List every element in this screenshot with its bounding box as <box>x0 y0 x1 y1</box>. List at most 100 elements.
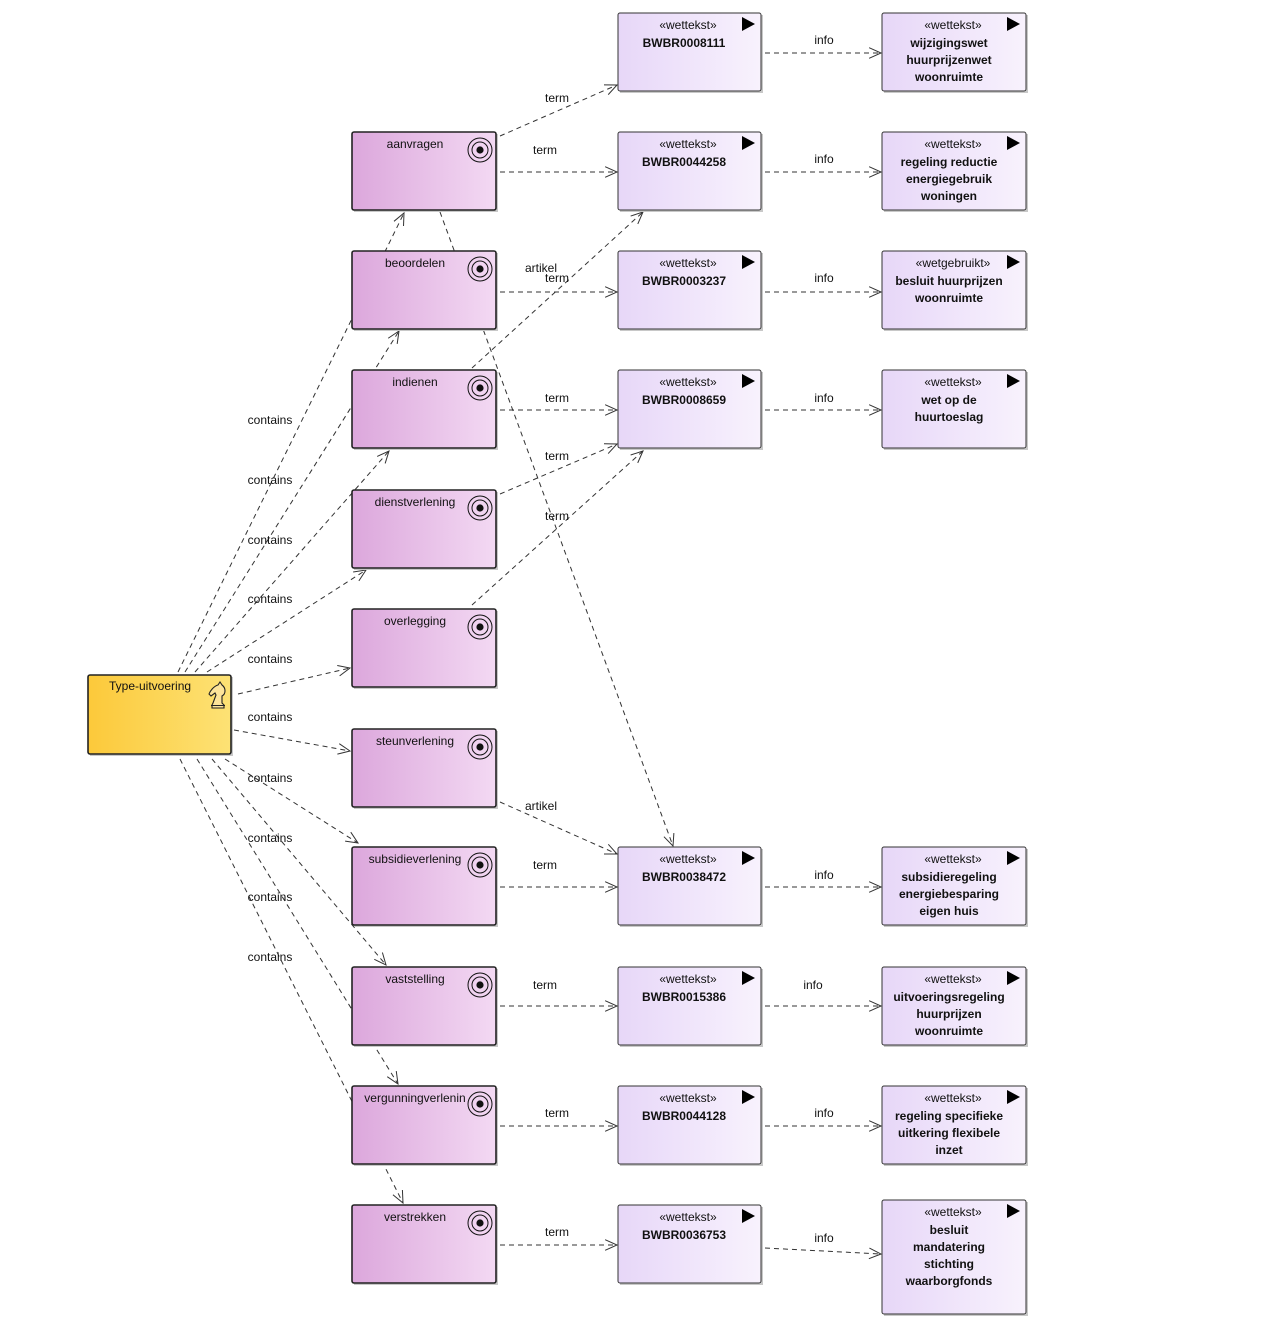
connector-w9-i9[interactable] <box>764 1247 883 1260</box>
law-node-BWBR0008111[interactable]: «wettekst»BWBR0008111 <box>617 12 763 93</box>
dashed-connector-line[interactable] <box>499 84 618 137</box>
law-node-BWBR0044258[interactable]: «wettekst»BWBR0044258 <box>617 131 763 212</box>
connector-p5-w6[interactable] <box>499 801 619 855</box>
law-node-BWBR0008659[interactable]: «wettekst»BWBR0008659 <box>617 369 763 450</box>
process-node-p8[interactable]: vergunningverlenin <box>351 1085 498 1166</box>
connector-w3-i3[interactable] <box>765 404 883 416</box>
process-node-p7[interactable]: vaststelling <box>351 966 498 1047</box>
dashed-connector-line[interactable] <box>237 667 351 695</box>
connector-w0-i0[interactable] <box>765 47 883 59</box>
connector-label-info: info <box>814 1106 834 1120</box>
node-box[interactable] <box>351 1085 497 1165</box>
connector-w8-i8[interactable] <box>765 1120 883 1132</box>
connector-w2-i2[interactable] <box>765 286 883 298</box>
law-node-BWBR0038472[interactable]: «wettekst»BWBR0038472 <box>617 846 763 927</box>
node-box[interactable] <box>881 1085 1027 1165</box>
node-box[interactable] <box>351 966 497 1046</box>
node-box[interactable] <box>617 1204 762 1284</box>
stereotype-label: «wettekst» <box>924 137 982 151</box>
info-node-i2[interactable]: «wetgebruikt»besluit huurprijzenwoonruim… <box>881 250 1028 331</box>
connector-root-p4[interactable] <box>237 665 352 695</box>
target-icon <box>467 852 493 878</box>
root-element-type-uitvoering[interactable]: Type-uitvoering <box>87 674 233 756</box>
process-node-p5[interactable]: steunverlening <box>351 728 498 809</box>
node-box[interactable] <box>351 369 497 449</box>
info-node-i9[interactable]: «wettekst»besluitmandateringstichtingwaa… <box>881 1199 1028 1316</box>
node-box[interactable] <box>617 12 762 92</box>
dashed-connector-line[interactable] <box>471 450 644 606</box>
node-box[interactable] <box>881 1199 1027 1315</box>
node-box[interactable] <box>617 250 762 330</box>
node-box[interactable] <box>881 966 1027 1046</box>
law-code: BWBR0044128 <box>642 1109 726 1123</box>
connector-p7-w7[interactable] <box>500 1000 619 1012</box>
node-box[interactable] <box>351 250 497 330</box>
connector-root-p2[interactable] <box>194 450 390 673</box>
connector-p3-w3[interactable] <box>499 443 619 495</box>
dashed-connector-line[interactable] <box>206 569 367 673</box>
node-box[interactable] <box>351 728 497 808</box>
info-node-i1[interactable]: «wettekst»regeling reductieenergiegebrui… <box>881 131 1028 212</box>
law-node-BWBR0044128[interactable]: «wettekst»BWBR0044128 <box>617 1085 763 1166</box>
connector-w7-i7[interactable] <box>765 1000 883 1012</box>
connector-p9-w9[interactable] <box>500 1239 619 1251</box>
target-icon <box>467 972 493 998</box>
process-node-p4[interactable]: overlegging <box>351 608 498 689</box>
info-node-i0[interactable]: «wettekst»wijzigingswethuurprijzenwetwoo… <box>881 12 1028 93</box>
node-box[interactable] <box>351 608 497 688</box>
connector-p8-w8[interactable] <box>500 1120 619 1132</box>
connector-p1-w2[interactable] <box>500 286 619 298</box>
node-box[interactable] <box>617 846 762 926</box>
connector-root-p6[interactable] <box>224 758 360 844</box>
node-box[interactable] <box>617 1085 762 1165</box>
connector-p4-w3[interactable] <box>471 450 644 606</box>
connector-root-p7[interactable] <box>211 758 387 966</box>
process-node-p1[interactable]: beoordelen <box>351 250 498 331</box>
node-box[interactable] <box>881 12 1027 92</box>
node-box[interactable] <box>617 369 762 449</box>
connector-root-p5[interactable] <box>233 729 352 755</box>
target-icon <box>467 495 493 521</box>
node-box[interactable] <box>617 966 762 1046</box>
dashed-connector-line[interactable] <box>499 443 618 495</box>
process-node-p6[interactable]: subsidieverlening <box>351 846 498 927</box>
connector-p6-w6[interactable] <box>500 881 619 893</box>
info-text-line: regeling reductie <box>901 155 998 169</box>
node-box[interactable] <box>881 369 1027 449</box>
law-node-BWBR0003237[interactable]: «wettekst»BWBR0003237 <box>617 250 763 331</box>
connector-w6-i6[interactable] <box>765 881 883 893</box>
law-node-BWBR0036753[interactable]: «wettekst»BWBR0036753 <box>617 1204 763 1285</box>
stereotype-label: «wettekst» <box>659 256 717 270</box>
process-node-p0[interactable]: aanvragen <box>351 131 498 212</box>
process-node-p2[interactable]: indienen <box>351 369 498 450</box>
process-node-p3[interactable]: dienstverlening <box>351 489 498 570</box>
open-arrowhead-icon <box>868 881 883 893</box>
node-box[interactable] <box>617 131 762 211</box>
stereotype-label: «wettekst» <box>924 1091 982 1105</box>
node-box[interactable] <box>881 131 1027 211</box>
connector-p0-w1[interactable] <box>500 166 619 178</box>
info-node-i7[interactable]: «wettekst»uitvoeringsregelinghuurprijzen… <box>881 966 1028 1047</box>
node-box[interactable] <box>87 674 232 755</box>
stereotype-label: «wetgebruikt» <box>916 256 991 270</box>
law-node-BWBR0015386[interactable]: «wettekst»BWBR0015386 <box>617 966 763 1047</box>
info-node-i6[interactable]: «wettekst»subsidieregelingenergiebespari… <box>881 846 1028 927</box>
dashed-connector-line[interactable] <box>233 729 351 752</box>
node-box[interactable] <box>351 1204 497 1284</box>
node-box[interactable] <box>881 250 1027 330</box>
node-box[interactable] <box>351 489 497 569</box>
dashed-connector-line[interactable] <box>194 450 390 673</box>
dashed-connector-line[interactable] <box>471 211 644 369</box>
node-box[interactable] <box>351 131 497 211</box>
connector-w1-i1[interactable] <box>765 166 883 178</box>
connector-label-term: term <box>533 143 557 157</box>
dashed-connector-line[interactable] <box>764 1247 882 1255</box>
connector-p2-w3[interactable] <box>500 404 619 416</box>
connector-p0-w0[interactable] <box>499 84 619 137</box>
dashed-connector-line[interactable] <box>499 801 618 855</box>
node-box[interactable] <box>881 846 1027 926</box>
node-box[interactable] <box>351 846 497 926</box>
process-node-p9[interactable]: verstrekken <box>351 1204 498 1285</box>
